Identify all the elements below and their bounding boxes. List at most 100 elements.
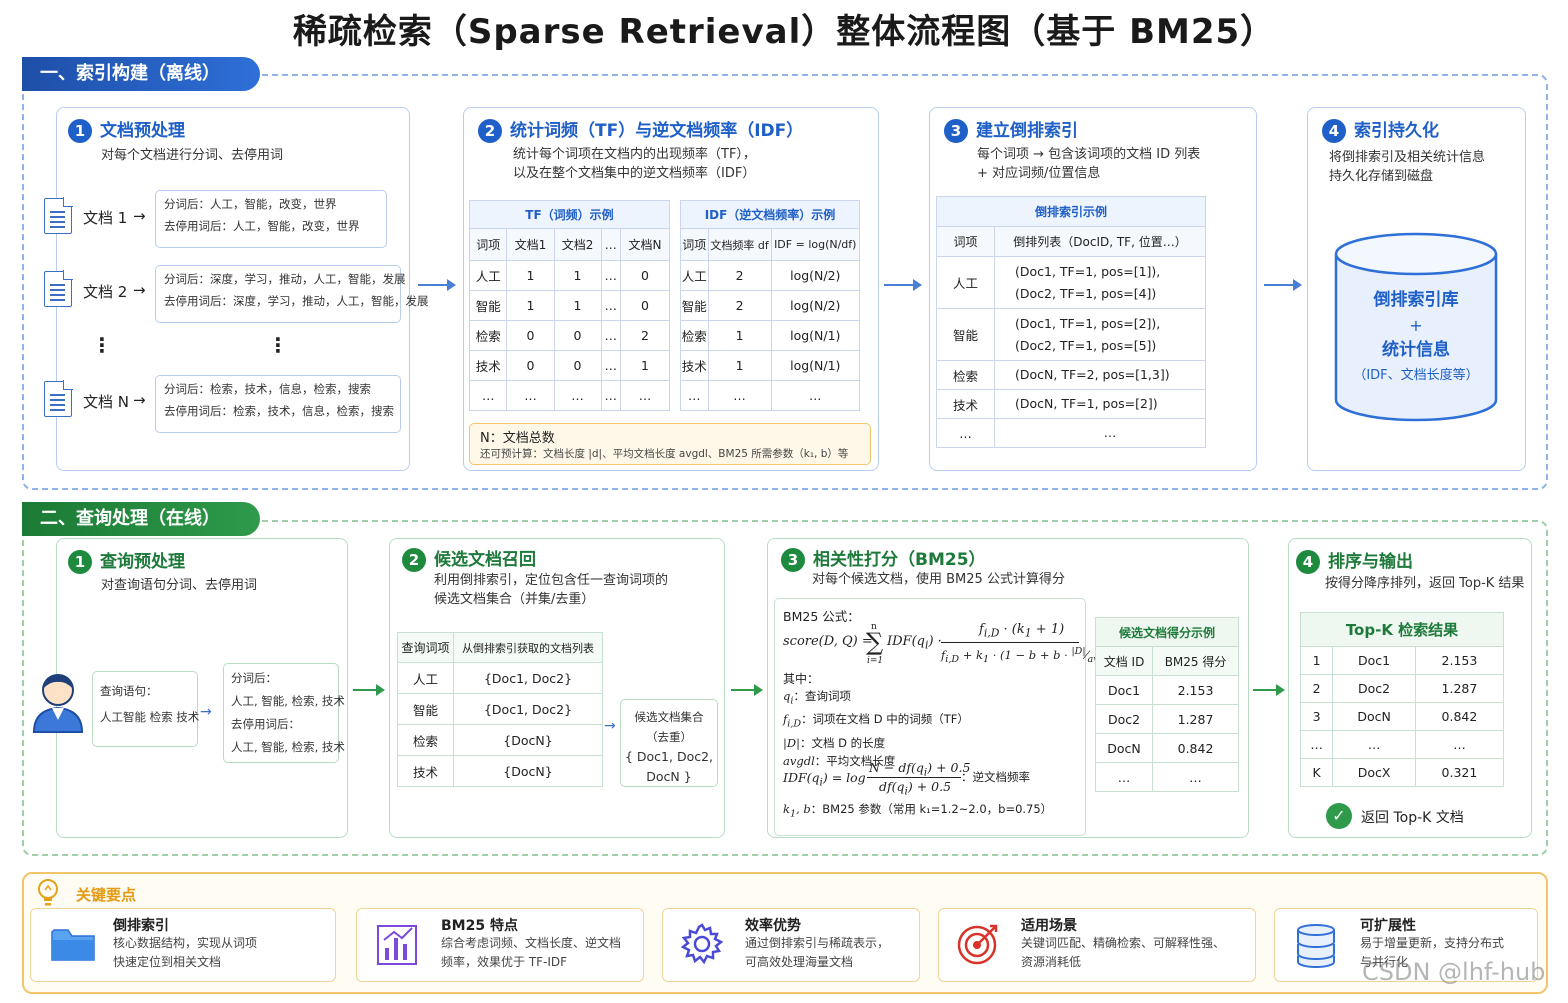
table-cell: 2	[620, 320, 670, 351]
formula-definitions: qi：查询词项 fi,D：词项在文档 D 中的词频（TF） |D|：文档 D 的…	[783, 689, 969, 768]
key-points-header: 关键要点	[76, 886, 137, 904]
table-cell: DocN	[1332, 702, 1416, 731]
table-row: 检索(DocN, TF=2, pos=[1,3])	[936, 360, 1206, 390]
arrow-right-icon: →	[604, 718, 616, 734]
flow-arrow	[1253, 684, 1285, 696]
formula-box	[774, 598, 1086, 836]
table-cell: …	[770, 380, 861, 411]
table-cell: 1	[506, 260, 555, 291]
keypoint-title: 适用场景	[1021, 918, 1077, 934]
table-cell: …	[707, 380, 772, 411]
table-cell: …	[600, 290, 622, 321]
candidate-set-box: 候选文档集合（去重）{ Doc1, Doc2,DocN }	[620, 699, 718, 787]
page-title: 稀疏检索（Sparse Retrieval）整体流程图（基于 BM25）	[292, 12, 1276, 52]
recall-table: 查询词项从倒排索引获取的文档列表 人工{Doc1, Doc2}智能{Doc1, …	[397, 632, 603, 787]
table-cell: …	[936, 418, 995, 448]
keypoint-title: 效率优势	[745, 918, 801, 934]
table-cell: (Doc1, TF=1, pos=[1]),(Doc2, TF=1, pos=[…	[994, 256, 1206, 309]
table-cell: (DocN, TF=2, pos=[1,3])	[994, 360, 1206, 390]
panel-inverted-index-desc: 每个词项 → 包含该词项的文档 ID 列表+ 对应词频/位置信息	[977, 147, 1201, 181]
watermark: CSDN @lhf-hub	[1362, 958, 1546, 986]
table-cell: K	[1299, 758, 1334, 787]
gear-icon	[680, 923, 724, 965]
table-row: ………	[680, 380, 861, 411]
document-icon	[44, 197, 73, 234]
table-cell: …	[1299, 730, 1334, 759]
doc-tokens-box: 分词后：检索，技术，信息，检索，搜索去停用词后：检索，技术，信息，检索，搜索	[155, 375, 401, 433]
arrow-right-icon: →	[133, 391, 146, 409]
table-cell: {Doc1, Doc2}	[453, 693, 603, 725]
formula-label: BM25 公式：	[783, 609, 860, 624]
return-topk-label: 返回 Top-K 文档	[1361, 810, 1464, 826]
table-cell: 0.321	[1414, 758, 1505, 787]
table-cell: {DocN}	[453, 724, 603, 756]
table-cell: 0	[553, 350, 602, 381]
table-cell: 0	[620, 260, 670, 291]
table-row: 人工(Doc1, TF=1, pos=[1]),(Doc2, TF=1, pos…	[936, 256, 1206, 309]
table-cell: {DocN}	[453, 755, 603, 787]
table-cell: log(N/1)	[770, 320, 861, 351]
table-row: ……………	[468, 380, 670, 411]
chart-icon	[377, 925, 417, 965]
table-cell: …	[680, 380, 709, 411]
panel-query-preprocess-desc: 对查询语句分词、去停用词	[101, 578, 258, 593]
arrow-right-icon: →	[200, 704, 212, 720]
section-query-processing	[22, 520, 1548, 856]
where-label: 其中：	[783, 672, 820, 686]
doc-tokens-box: 分词后：人工，智能，改变，世界去停用词后：人工，智能，改变，世界	[155, 190, 387, 248]
table-row: ……	[1094, 762, 1239, 792]
table-cell: 人工	[936, 256, 995, 309]
table-cell: …	[1152, 762, 1239, 792]
folder-icon	[51, 929, 95, 961]
keypoint-desc: 关键词匹配、精确检索、可解释性强、资源消耗低	[1021, 936, 1226, 969]
keypoint-desc: 通过倒排索引与稀疏表示，可高效处理海量文档	[745, 936, 890, 969]
table-row: 技术{DocN}	[397, 755, 603, 787]
table-cell: log(N/1)	[770, 350, 861, 381]
table-cell: Doc1	[1332, 646, 1416, 675]
panel-doc-preprocess-desc: 对每个文档进行分词、去停用词	[101, 148, 284, 163]
database-icon	[1334, 232, 1498, 422]
panel-tf-idf-desc: 统计每个词项在文档内的出现频率（TF），以及在整个文档集中的逆文档频率（IDF）	[513, 147, 756, 181]
arrow-right-icon: →	[133, 207, 146, 225]
section-index-building	[22, 74, 1548, 490]
table-cell: 1	[707, 320, 772, 351]
table-row: 技术(DocN, TF=1, pos=[2])	[936, 389, 1206, 419]
table-cell: 0	[620, 290, 670, 321]
table-cell: 0.842	[1414, 702, 1505, 731]
table-cell: …	[600, 260, 622, 291]
table-cell: 智能	[936, 308, 995, 361]
table-cell: …	[506, 380, 555, 411]
table-cell: DocN	[1094, 733, 1154, 763]
keypoint-card	[662, 908, 920, 982]
table-cell: …	[1414, 730, 1505, 759]
table-row: ……	[936, 418, 1206, 448]
table-cell: 3	[1299, 702, 1334, 731]
table-cell: …	[1332, 730, 1416, 759]
flow-arrow	[418, 279, 456, 291]
panel-persist-desc: 将倒排索引及相关统计信息持久化存储到磁盘	[1329, 150, 1486, 184]
table-cell: 智能	[680, 290, 709, 321]
table-cell: …	[1094, 762, 1154, 792]
flow-arrow	[1264, 279, 1302, 291]
section-query-header: 二、查询处理（在线）	[22, 502, 260, 536]
table-cell: 1	[553, 290, 602, 321]
table-row: 智能{Doc1, Doc2}	[397, 693, 603, 725]
lightbulb-icon	[36, 878, 60, 912]
query-tokens-box: 分词后：人工, 智能, 检索, 技术去停用词后：人工, 智能, 检索, 技术	[223, 663, 345, 763]
bm25-formula: score(D, Q) = n ∑ i=1 IDF(qi) · fi,D · (…	[783, 622, 1118, 666]
table-cell: (Doc1, TF=1, pos=[2]),(Doc2, TF=1, pos=[…	[994, 308, 1206, 361]
